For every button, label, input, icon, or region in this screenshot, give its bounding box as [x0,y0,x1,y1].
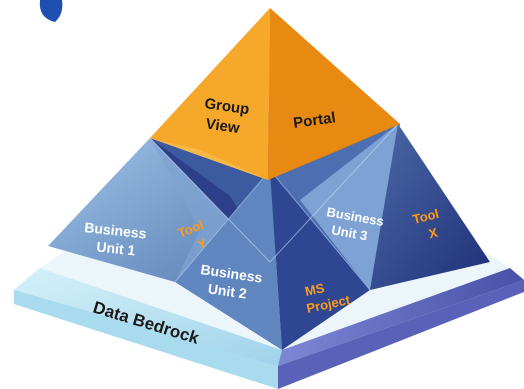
corner-arc-decoration [39,0,63,22]
tool-x-label: Tool X [411,205,448,244]
portal-label: Portal [292,109,336,132]
business-unit-1-label: Business Unit 1 [82,219,151,260]
apex-layer [150,8,400,180]
group-view-label: Group View [201,95,255,138]
